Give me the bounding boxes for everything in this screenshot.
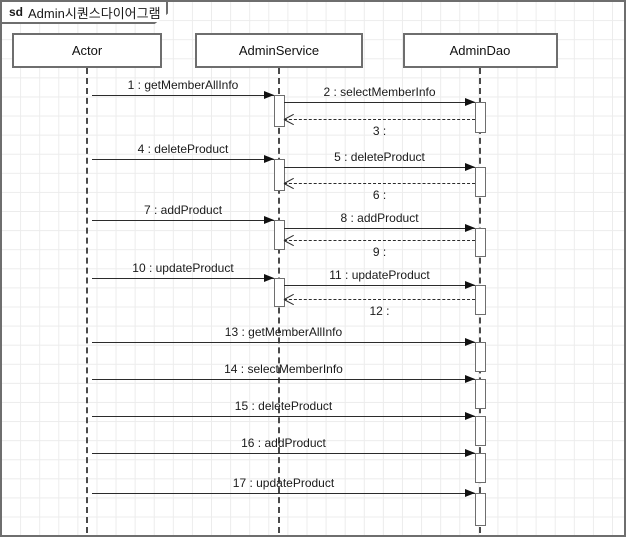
message-label-6: 6 : — [372, 188, 387, 202]
message-line — [92, 95, 274, 96]
message-line — [284, 285, 475, 286]
frame-title-tab: sd Admin시퀀스다이어그램 — [2, 2, 168, 24]
message-line — [92, 220, 274, 221]
message-label-15: 15 : deleteProduct — [234, 399, 333, 413]
message-label-2: 2 : selectMemberInfo — [323, 85, 436, 99]
message-line — [92, 159, 274, 160]
activation-bar[interactable] — [273, 220, 285, 250]
solid-arrowhead-icon — [465, 281, 475, 289]
frame-keyword: sd — [9, 5, 24, 19]
message-line — [284, 119, 475, 120]
solid-arrowhead-icon — [264, 216, 274, 224]
message-label-3: 3 : — [372, 124, 387, 138]
lifeline-head-adminservice[interactable]: AdminService — [195, 33, 363, 68]
activation-bar[interactable] — [474, 102, 486, 133]
message-line — [92, 493, 475, 494]
message-label-5: 5 : deleteProduct — [334, 150, 425, 164]
lifeline-stem-actor — [86, 68, 88, 533]
message-label-16: 16 : addProduct — [241, 436, 326, 450]
message-label-1: 1 : getMemberAllInfo — [127, 78, 239, 92]
activation-bar[interactable] — [273, 159, 285, 191]
message-line — [284, 183, 475, 184]
message-line — [284, 102, 475, 103]
message-line — [284, 228, 475, 229]
activation-bar[interactable] — [474, 493, 486, 526]
message-label-12: 12 : — [369, 304, 390, 318]
activation-bar[interactable] — [474, 285, 486, 315]
message-label-14: 14 : selectMemberInfo — [224, 362, 343, 376]
solid-arrowhead-icon — [264, 155, 274, 163]
message-line — [284, 240, 475, 241]
message-line — [92, 379, 475, 380]
activation-bar[interactable] — [474, 167, 486, 197]
message-line — [284, 167, 475, 168]
message-label-17: 17 : updateProduct — [232, 476, 335, 490]
solid-arrowhead-icon — [465, 449, 475, 457]
message-line — [284, 299, 475, 300]
message-label-7: 7 : addProduct — [143, 203, 223, 217]
activation-bar[interactable] — [474, 416, 486, 446]
solid-arrowhead-icon — [465, 412, 475, 420]
solid-arrowhead-icon — [465, 489, 475, 497]
message-label-4: 4 : deleteProduct — [137, 142, 229, 156]
message-line — [92, 342, 475, 343]
lifeline-head-admindao[interactable]: AdminDao — [402, 33, 558, 68]
message-label-11: 11 : updateProduct — [329, 268, 430, 282]
solid-arrowhead-icon — [465, 375, 475, 383]
message-line — [92, 278, 274, 279]
message-label-13: 13 : getMemberAllInfo — [224, 325, 343, 339]
message-line — [92, 416, 475, 417]
solid-arrowhead-icon — [465, 163, 475, 171]
solid-arrowhead-icon — [465, 338, 475, 346]
message-label-10: 10 : updateProduct — [132, 261, 234, 275]
activation-bar[interactable] — [273, 95, 285, 127]
frame-title: Admin시퀀스다이어그램 — [28, 5, 161, 21]
lifeline-head-actor[interactable]: Actor — [12, 33, 162, 68]
activation-bar[interactable] — [273, 278, 285, 307]
message-label-8: 8 : addProduct — [340, 211, 419, 225]
message-label-9: 9 : — [372, 245, 387, 259]
solid-arrowhead-icon — [465, 98, 475, 106]
activation-bar[interactable] — [474, 379, 486, 409]
activation-bar[interactable] — [474, 342, 486, 372]
solid-arrowhead-icon — [465, 224, 475, 232]
activation-bar[interactable] — [474, 453, 486, 483]
activation-bar[interactable] — [474, 228, 486, 257]
message-line — [92, 453, 475, 454]
solid-arrowhead-icon — [264, 91, 274, 99]
solid-arrowhead-icon — [264, 274, 274, 282]
